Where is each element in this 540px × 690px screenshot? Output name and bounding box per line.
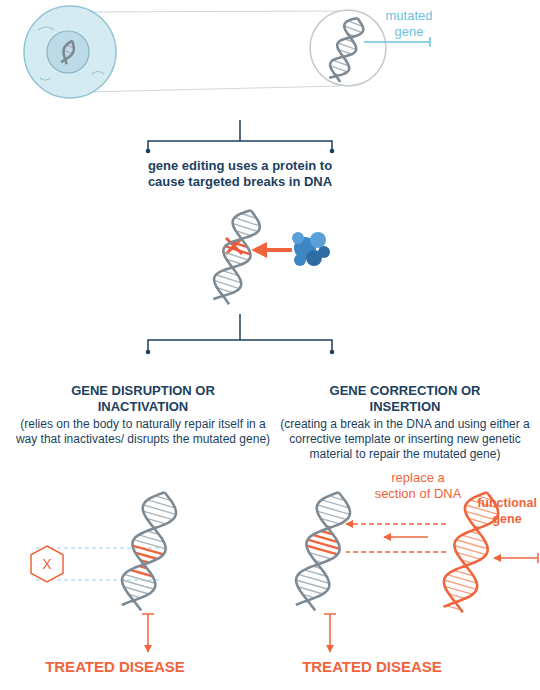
branch-heading: GENE DISRUPTION OR INACTIVATION xyxy=(56,383,231,415)
dna-strand xyxy=(115,488,181,613)
dna-strand xyxy=(289,488,355,613)
insert-bar xyxy=(537,553,539,563)
callout-label: mutated gene xyxy=(380,8,438,40)
dna-strand xyxy=(208,206,264,306)
zoom-circle xyxy=(310,10,386,86)
action-label: replace a section of DNA xyxy=(370,470,466,502)
organelle xyxy=(38,27,104,80)
dna-strand xyxy=(208,206,264,306)
protein-lobe xyxy=(294,254,306,266)
result-arrow xyxy=(142,614,154,652)
replace-guide xyxy=(346,551,446,553)
dna-helix xyxy=(289,488,355,613)
protein-lobe xyxy=(318,246,330,258)
bracket xyxy=(148,120,332,150)
replace-arrow xyxy=(346,523,446,525)
zoom-line xyxy=(86,86,340,92)
bracket-dot xyxy=(146,149,151,154)
bracket-dot xyxy=(330,350,335,355)
zoom-line xyxy=(86,11,340,12)
dna-layer xyxy=(59,15,503,615)
pointer-line xyxy=(364,41,430,43)
callout-label: functional gene xyxy=(474,496,540,527)
branch-box: GENE DISRUPTION OR INACTIVATION(relies o… xyxy=(8,383,278,447)
cell-nucleus xyxy=(47,31,89,73)
dna-strand xyxy=(289,488,355,613)
dna-strand xyxy=(325,15,366,84)
editing-protein xyxy=(292,232,330,266)
branch-description: (creating a break in the DNA and using e… xyxy=(272,417,538,462)
pointer-bar xyxy=(429,37,431,47)
outcome-label: TREATED DISEASE xyxy=(35,658,195,676)
outcome-label: TREATED DISEASE xyxy=(292,658,452,676)
protein-lobe xyxy=(292,232,304,244)
bracket-dot xyxy=(330,149,335,154)
bracket xyxy=(148,314,332,351)
dna-helix xyxy=(115,488,181,613)
outcome-box: TREATED DISEASE xyxy=(35,658,195,676)
branch-description: (relies on the body to naturally repair … xyxy=(8,417,278,447)
step-label: gene editing uses a protein to cause tar… xyxy=(140,158,340,190)
branch-box: GENE CORRECTION OR INSERTION(creating a … xyxy=(272,383,538,462)
dna-helix xyxy=(208,206,264,306)
dna-helix xyxy=(59,39,76,65)
bracket-dot xyxy=(146,350,151,355)
cross-mark: X xyxy=(28,544,66,584)
dna-strand xyxy=(59,39,75,64)
hexagon-mark: X xyxy=(28,544,66,584)
outcome-box: TREATED DISEASE xyxy=(292,658,452,676)
dna-strand xyxy=(115,488,181,613)
step-text: gene editing uses a protein to cause tar… xyxy=(140,158,340,190)
protein-lobe xyxy=(310,232,326,248)
result-arrow xyxy=(324,614,336,652)
dna-strand xyxy=(325,15,366,84)
dna-helix xyxy=(325,15,366,84)
cell-body xyxy=(24,6,116,98)
insert-arrow xyxy=(494,557,538,559)
branch-heading: GENE CORRECTION OR INSERTION xyxy=(318,383,493,415)
replace-arrow xyxy=(384,536,428,538)
cut-arrow xyxy=(256,248,292,252)
